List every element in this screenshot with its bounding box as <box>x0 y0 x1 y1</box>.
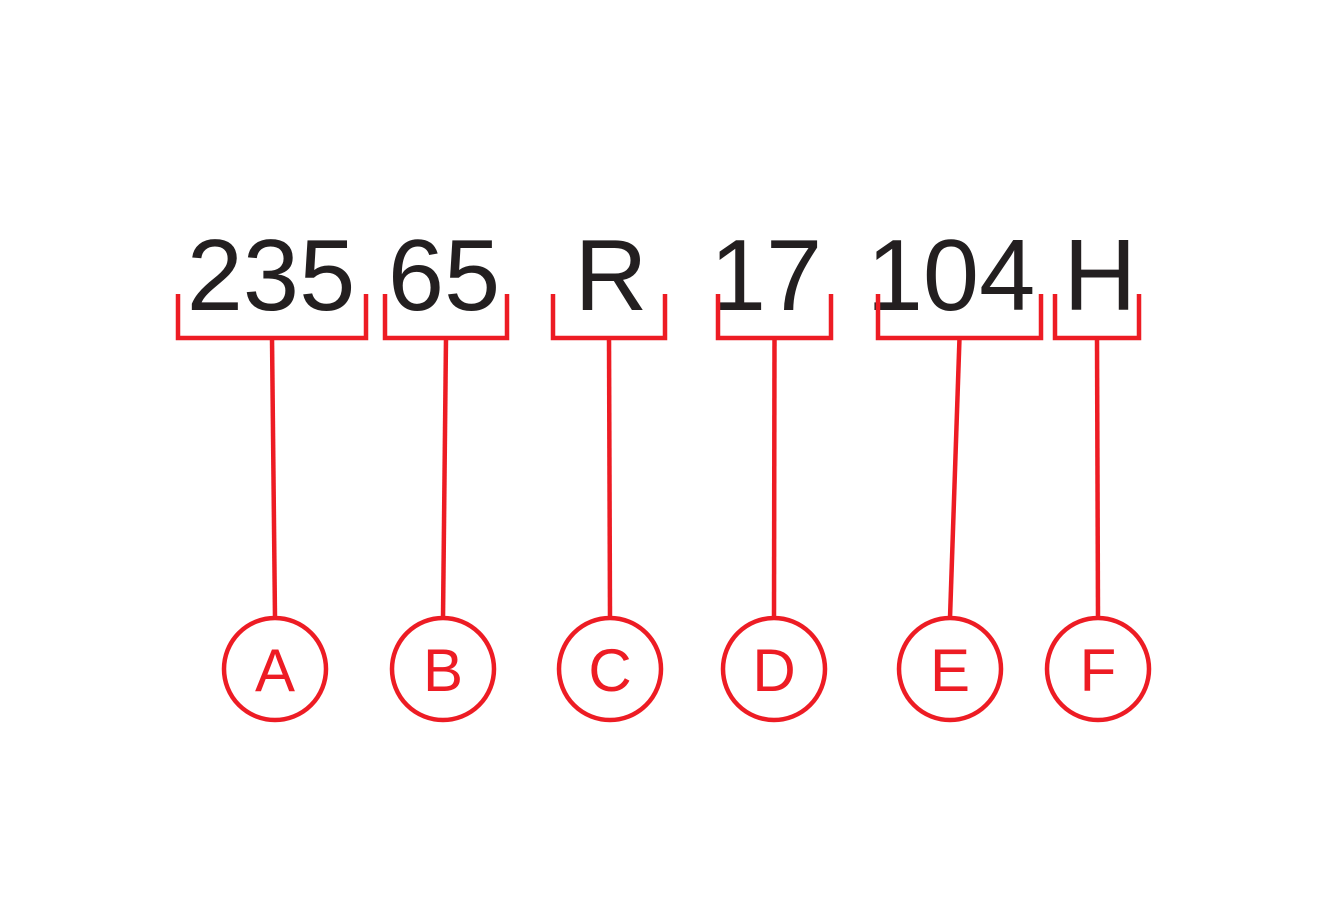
code-value: R <box>575 220 648 332</box>
segment-c: RC <box>550 220 668 723</box>
label-circle <box>896 615 1004 723</box>
leader-line <box>606 337 613 619</box>
leader-line <box>269 337 278 619</box>
segment-label: A <box>255 637 295 704</box>
segment-f: HF <box>1044 220 1152 723</box>
segment-label: C <box>588 637 631 704</box>
leader-line <box>947 337 962 619</box>
segment-d: 17D <box>710 220 834 723</box>
label-circle <box>221 615 329 723</box>
leader-line <box>440 337 449 619</box>
segment-label: E <box>930 637 970 704</box>
segment-label: B <box>423 637 463 704</box>
code-value: H <box>1064 220 1137 332</box>
segment-label: D <box>752 637 795 704</box>
label-circle <box>720 615 828 723</box>
code-value: 17 <box>710 220 822 332</box>
leader-line <box>771 337 777 619</box>
code-value: 104 <box>867 220 1036 332</box>
code-value: 65 <box>388 220 500 332</box>
leader-line <box>1094 337 1101 619</box>
label-circle <box>1044 615 1152 723</box>
segment-b: 65B <box>382 220 510 723</box>
label-circle <box>389 615 497 723</box>
code-value: 235 <box>187 220 356 332</box>
label-circle <box>556 615 664 723</box>
segment-label: F <box>1080 637 1117 704</box>
